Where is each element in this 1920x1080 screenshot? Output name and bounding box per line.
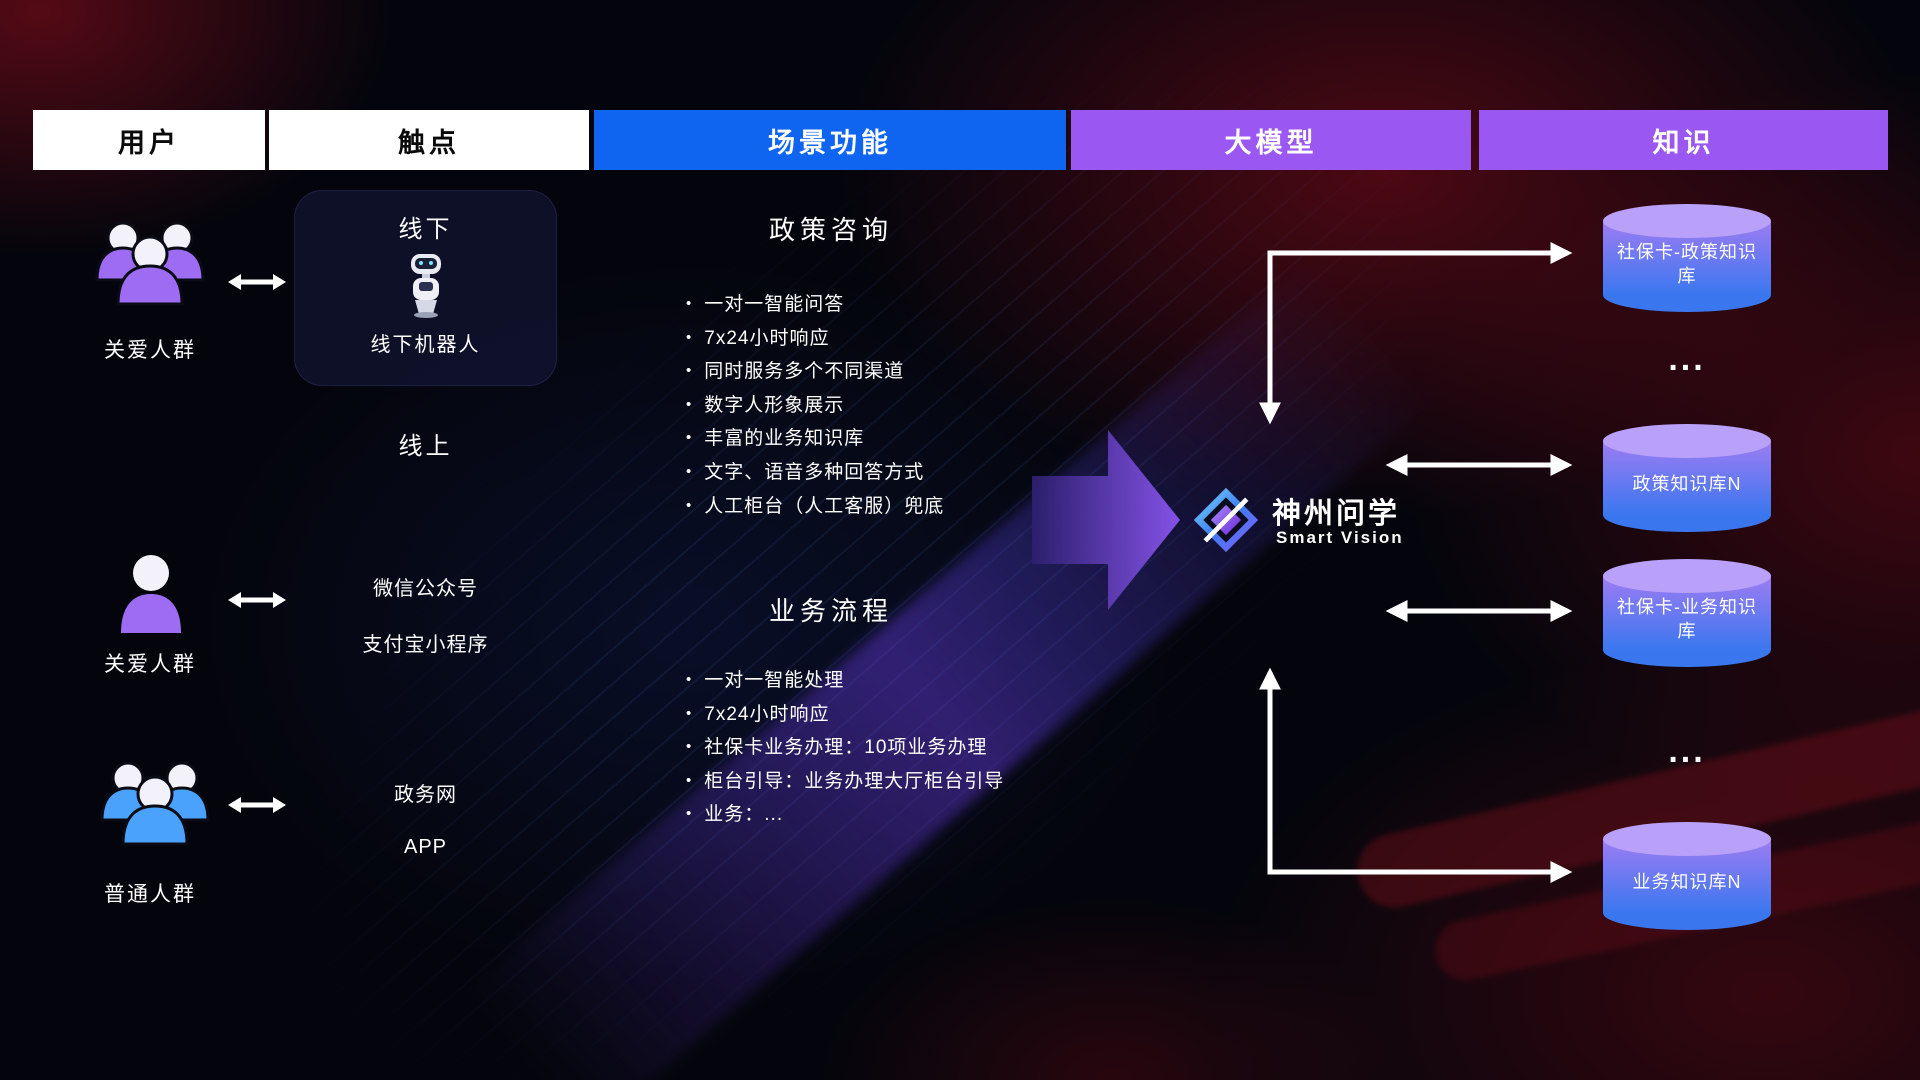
kb-cylinder-sscard-policy: 社保卡-政策知识库 (1598, 202, 1776, 314)
database-icon (1603, 559, 1771, 667)
offline-title: 线下 (398, 216, 453, 243)
channel-alipay: 支付宝小程序 (362, 634, 489, 656)
business-item: 社保卡业务办理：10项业务办理 (686, 732, 1166, 766)
database-icon (1603, 822, 1771, 930)
kb-ellipsis: ... (1668, 732, 1706, 770)
user-label: 普通人群 (104, 883, 196, 906)
user-label: 关爱人群 (104, 339, 196, 362)
people-group-blue-icon (100, 761, 210, 846)
header-col-users: 用户 (33, 110, 265, 170)
robot-label: 线下机器人 (370, 334, 481, 356)
channel-govweb: 政务网 (394, 784, 457, 806)
channel-wechat: 微信公众号 (373, 578, 478, 600)
header-col-touchpoints: 触点 (269, 110, 589, 170)
robot-icon (410, 254, 441, 318)
policy-section-title: 政策咨询 (768, 215, 893, 245)
user-label: 关爱人群 (104, 653, 196, 676)
header-col-model: 大模型 (1071, 110, 1471, 170)
kb-cylinder-business-n: 业务知识库N (1598, 820, 1776, 932)
policy-item: 一对一智能问答 (686, 289, 1166, 323)
brand-name: 神州问学 (1272, 498, 1401, 530)
policy-item: 同时服务多个不同渠道 (686, 356, 1166, 390)
bidirectional-arrow-icon (228, 592, 286, 608)
kb-ellipsis: ... (1668, 340, 1706, 378)
channel-app: APP (403, 836, 448, 858)
header-col-scenarios: 场景功能 (594, 110, 1066, 170)
policy-item: 丰富的业务知识库 (686, 423, 1166, 457)
kb-label: 政策知识库N (1632, 473, 1742, 494)
brand-subtitle: Smart Vision (1276, 528, 1404, 547)
business-item: 7x24小时响应 (686, 699, 1166, 733)
business-item: 一对一智能处理 (686, 665, 1166, 699)
header-col-knowledge: 知识 (1479, 110, 1888, 170)
brand-logo-icon (1193, 487, 1259, 553)
bidirectional-arrow-icon (228, 797, 286, 813)
kb-cylinder-policy-n: 政策知识库N (1598, 422, 1776, 534)
flow-arrow-icon (1032, 430, 1180, 610)
business-item: 业务：... (686, 799, 1166, 833)
business-section-title: 业务流程 (768, 596, 893, 626)
business-item: 柜台引导：业务办理大厅柜台引导 (686, 766, 1166, 800)
kb-label: 社保卡-业务知识库 (1617, 596, 1757, 641)
kb-label: 业务知识库N (1632, 871, 1742, 892)
policy-item: 人工柜台（人工客服）兜底 (686, 491, 1166, 525)
policy-item-list: 一对一智能问答 7x24小时响应 同时服务多个不同渠道 数字人形象展示 丰富的业… (686, 289, 1166, 524)
person-purple-icon (121, 555, 181, 633)
policy-item: 数字人形象展示 (686, 390, 1166, 424)
online-title: 线上 (398, 433, 453, 460)
policy-item: 文字、语音多种回答方式 (686, 457, 1166, 491)
business-item-list: 一对一智能处理 7x24小时响应 社保卡业务办理：10项业务办理 柜台引导：业务… (686, 665, 1166, 833)
policy-item: 7x24小时响应 (686, 323, 1166, 357)
bidirectional-arrow-icon (228, 274, 286, 290)
offline-touchpoint-card: 线下 线下机器人 (294, 190, 557, 386)
database-icon (1603, 204, 1771, 312)
database-icon (1603, 424, 1771, 532)
kb-label: 社保卡-政策知识库 (1617, 241, 1757, 286)
kb-cylinder-sscard-business: 社保卡-业务知识库 (1598, 557, 1776, 669)
people-group-purple-icon (95, 221, 205, 306)
